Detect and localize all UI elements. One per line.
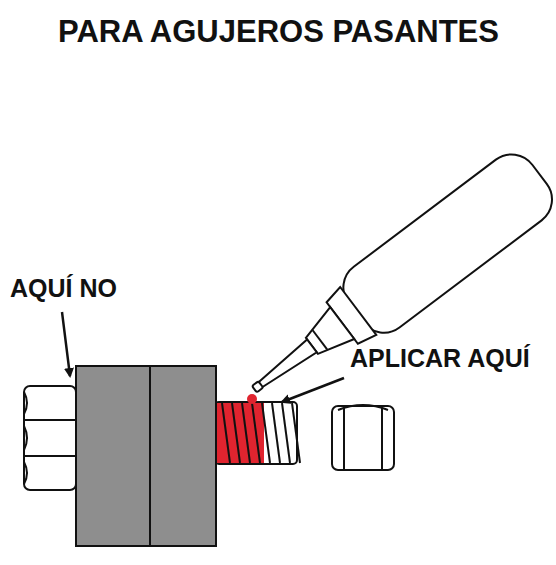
- thread-line: [262, 403, 270, 463]
- thread-line: [222, 403, 230, 463]
- leader-arrow: [62, 312, 70, 376]
- adhesive-drop: [247, 394, 257, 404]
- bolt-head: [24, 386, 76, 490]
- thread-line: [242, 403, 250, 463]
- thread-line: [232, 403, 240, 463]
- callout-label: AQUÍ NO: [10, 274, 117, 303]
- title: PARA AGUJEROS PASANTES: [58, 14, 499, 50]
- leader-arrow: [282, 378, 344, 402]
- nut: [332, 405, 394, 470]
- adhesive-bottle: [232, 144, 556, 420]
- thread-line: [292, 403, 300, 463]
- plates: [76, 366, 216, 546]
- bolt-thread: [215, 402, 300, 464]
- thread-line: [252, 403, 260, 463]
- callout-label: APLICAR AQUÍ: [350, 344, 530, 373]
- thread-line: [282, 403, 290, 463]
- thread-line: [272, 403, 280, 463]
